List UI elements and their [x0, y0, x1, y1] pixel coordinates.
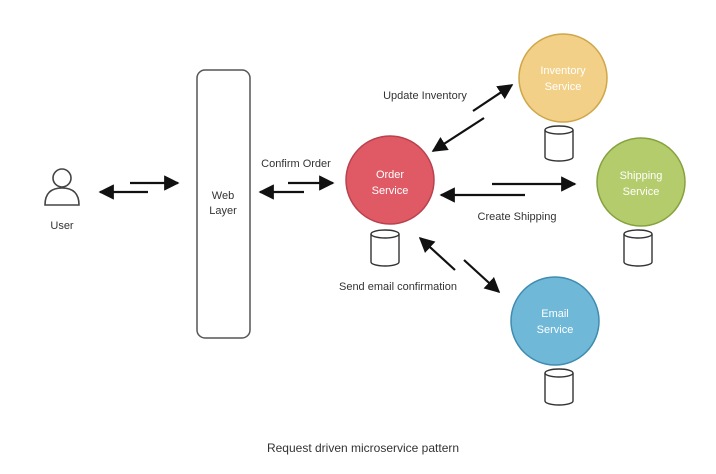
web-order-arrows: [258, 175, 335, 200]
user-icon: [44, 168, 80, 206]
update-inventory-label: Update Inventory: [383, 90, 467, 102]
inventory-service-label-line2: Service: [545, 81, 582, 93]
web-layer-box: [196, 69, 251, 339]
email-service-label-line1: Email: [541, 308, 569, 320]
order-service-circle: [345, 135, 435, 225]
email-service-label-line2: Service: [537, 324, 574, 336]
arrow-inventory-to-order: [431, 117, 485, 152]
arrow-email-to-order: [418, 236, 456, 271]
web-layer-node: Web Layer: [196, 69, 251, 339]
web-layer-label-line2: Layer: [209, 205, 237, 217]
user-node: User: [44, 168, 80, 232]
web-layer-label-line1: Web: [212, 190, 234, 202]
email-database-icon: [544, 368, 574, 406]
order-service-label-line2: Service: [372, 185, 409, 197]
inventory-service-circle: [518, 33, 608, 123]
arrow-order-to-email: [463, 259, 501, 294]
shipping-service-node: Shipping Service: [596, 137, 686, 267]
order-service-node: Order Service: [345, 135, 435, 267]
order-database-icon: [370, 229, 400, 267]
shipping-service-circle: [596, 137, 686, 227]
create-shipping-label: Create Shipping: [478, 211, 557, 223]
inventory-database-icon: [544, 125, 574, 162]
order-inventory-arrows: [431, 84, 514, 152]
order-shipping-arrows: [439, 176, 577, 203]
figure-caption: Request driven microservice pattern: [267, 441, 459, 455]
inventory-service-node: Inventory Service: [518, 33, 608, 162]
order-email-arrows: [418, 236, 501, 294]
user-web-arrows: [98, 175, 180, 200]
inventory-service-label-line1: Inventory: [540, 65, 586, 77]
confirm-order-label: Confirm Order: [261, 158, 331, 170]
email-service-node: Email Service: [510, 276, 600, 406]
user-label: User: [50, 220, 74, 232]
email-service-circle: [510, 276, 600, 366]
send-email-label: Send email confirmation: [339, 281, 457, 293]
order-service-label-line1: Order: [376, 169, 404, 181]
shipping-service-label-line2: Service: [623, 186, 660, 198]
arrow-order-to-inventory: [472, 84, 514, 112]
shipping-database-icon: [623, 229, 653, 267]
shipping-service-label-line1: Shipping: [620, 170, 663, 182]
